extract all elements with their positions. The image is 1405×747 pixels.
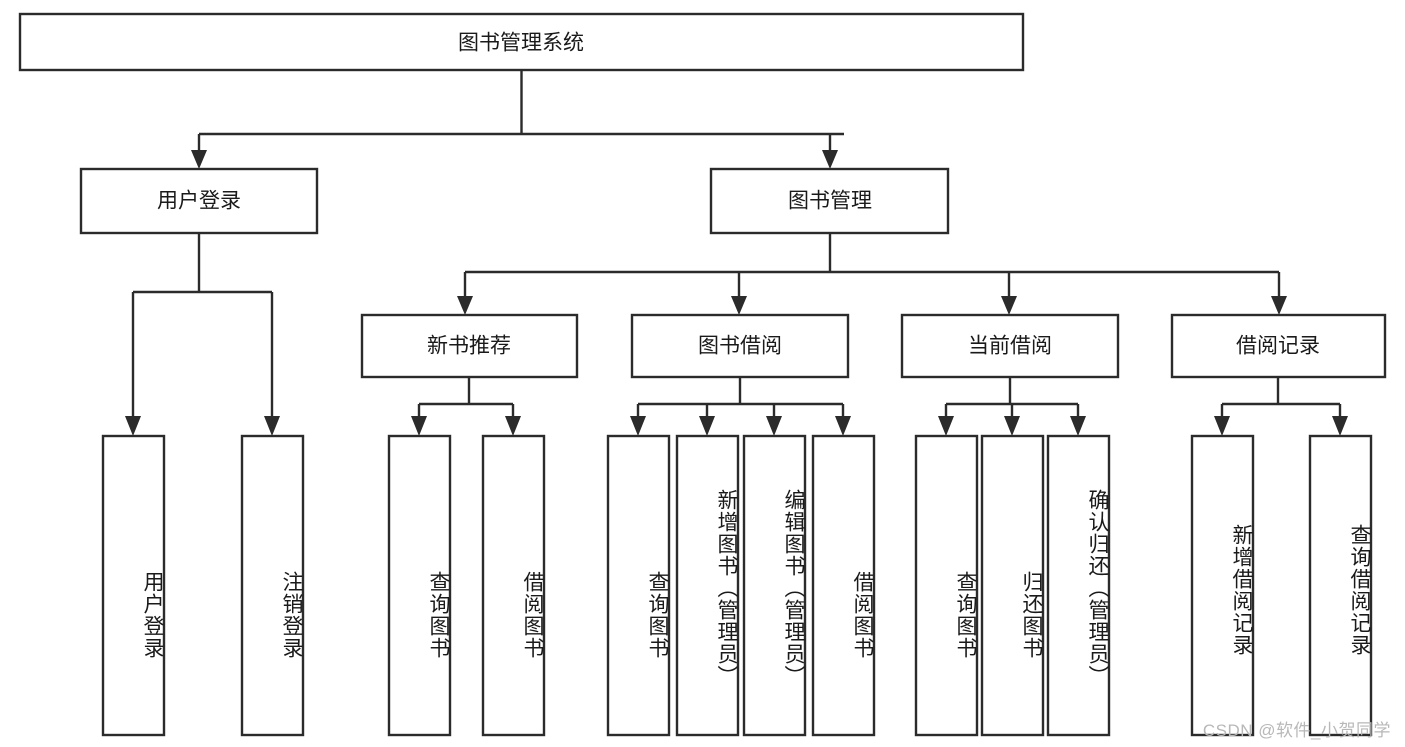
arrow-user-login-leaf-1 bbox=[125, 416, 141, 436]
node-user-login-box[interactable] bbox=[79, 167, 319, 235]
connector-layer bbox=[125, 70, 1348, 436]
arrow-borrow-leaf-4 bbox=[835, 416, 851, 436]
arrow-current-leaf-2 bbox=[1004, 416, 1020, 436]
arrow-current-leaf-3 bbox=[1070, 416, 1086, 436]
node-new-book-recommend-box[interactable] bbox=[360, 313, 579, 379]
arrow-new-book-leaf-1 bbox=[411, 416, 427, 436]
leaf-box-new-book-1[interactable] bbox=[387, 434, 452, 737]
arrow-record-leaf-1 bbox=[1214, 416, 1230, 436]
node-current-borrow-box[interactable] bbox=[900, 313, 1120, 379]
arrow-new-book-leaf-2 bbox=[505, 416, 521, 436]
csdn-watermark: CSDN @软件_小贺同学 bbox=[1202, 721, 1391, 740]
leaf-box-borrow-2[interactable] bbox=[675, 434, 740, 737]
arrow-current-leaf-1 bbox=[938, 416, 954, 436]
node-book-management-label: 图书管理 bbox=[788, 190, 872, 213]
leaf-box-layer bbox=[101, 434, 1373, 737]
arrow-borrow-leaf-1 bbox=[630, 416, 646, 436]
arrow-root-to-book-mgmt bbox=[822, 150, 838, 169]
leaf-box-current-3[interactable] bbox=[1046, 434, 1111, 737]
node-borrow-record-label: 借阅记录 bbox=[1236, 335, 1320, 358]
leaf-box-record-2[interactable] bbox=[1308, 434, 1373, 737]
arrow-book-mgmt-to-record bbox=[1271, 296, 1287, 315]
node-root[interactable]: 图书管理系统 bbox=[18, 12, 1025, 72]
leaf-box-record-1[interactable] bbox=[1190, 434, 1255, 737]
node-root-label: 图书管理系统 bbox=[458, 32, 584, 55]
node-root-box[interactable] bbox=[18, 12, 1025, 72]
node-current-borrow-label: 当前借阅 bbox=[968, 335, 1052, 358]
arrow-borrow-leaf-3 bbox=[766, 416, 782, 436]
arrow-borrow-leaf-2 bbox=[699, 416, 715, 436]
leaf-box-new-book-2[interactable] bbox=[481, 434, 546, 737]
leaf-box-borrow-1[interactable] bbox=[606, 434, 671, 737]
node-current-borrow[interactable]: 当前借阅 bbox=[900, 313, 1120, 379]
leaf-box-current-1[interactable] bbox=[914, 434, 979, 737]
node-book-borrow[interactable]: 图书借阅 bbox=[630, 313, 850, 379]
arrow-book-mgmt-to-new-book bbox=[457, 296, 473, 315]
leaf-box-current-2[interactable] bbox=[980, 434, 1045, 737]
node-book-borrow-label: 图书借阅 bbox=[698, 335, 782, 358]
node-user-login-label: 用户登录 bbox=[157, 190, 241, 213]
arrow-book-mgmt-to-borrow bbox=[731, 296, 747, 315]
node-new-book-recommend[interactable]: 新书推荐 bbox=[360, 313, 579, 379]
node-book-borrow-box[interactable] bbox=[630, 313, 850, 379]
arrow-user-login-leaf-2 bbox=[264, 416, 280, 436]
node-borrow-record[interactable]: 借阅记录 bbox=[1170, 313, 1387, 379]
node-borrow-record-box[interactable] bbox=[1170, 313, 1387, 379]
leaf-box-borrow-3[interactable] bbox=[742, 434, 807, 737]
leaf-box-user-login-1[interactable] bbox=[101, 434, 166, 737]
node-new-book-recommend-label: 新书推荐 bbox=[427, 335, 511, 358]
arrow-record-leaf-2 bbox=[1332, 416, 1348, 436]
arrow-root-to-user-login bbox=[191, 150, 207, 169]
node-user-login[interactable]: 用户登录 bbox=[79, 167, 319, 235]
leaf-box-user-login-2[interactable] bbox=[240, 434, 305, 737]
node-book-management-box[interactable] bbox=[709, 167, 950, 235]
node-book-management[interactable]: 图书管理 bbox=[709, 167, 950, 235]
arrow-book-mgmt-to-current bbox=[1001, 296, 1017, 315]
leaf-box-borrow-4[interactable] bbox=[811, 434, 876, 737]
